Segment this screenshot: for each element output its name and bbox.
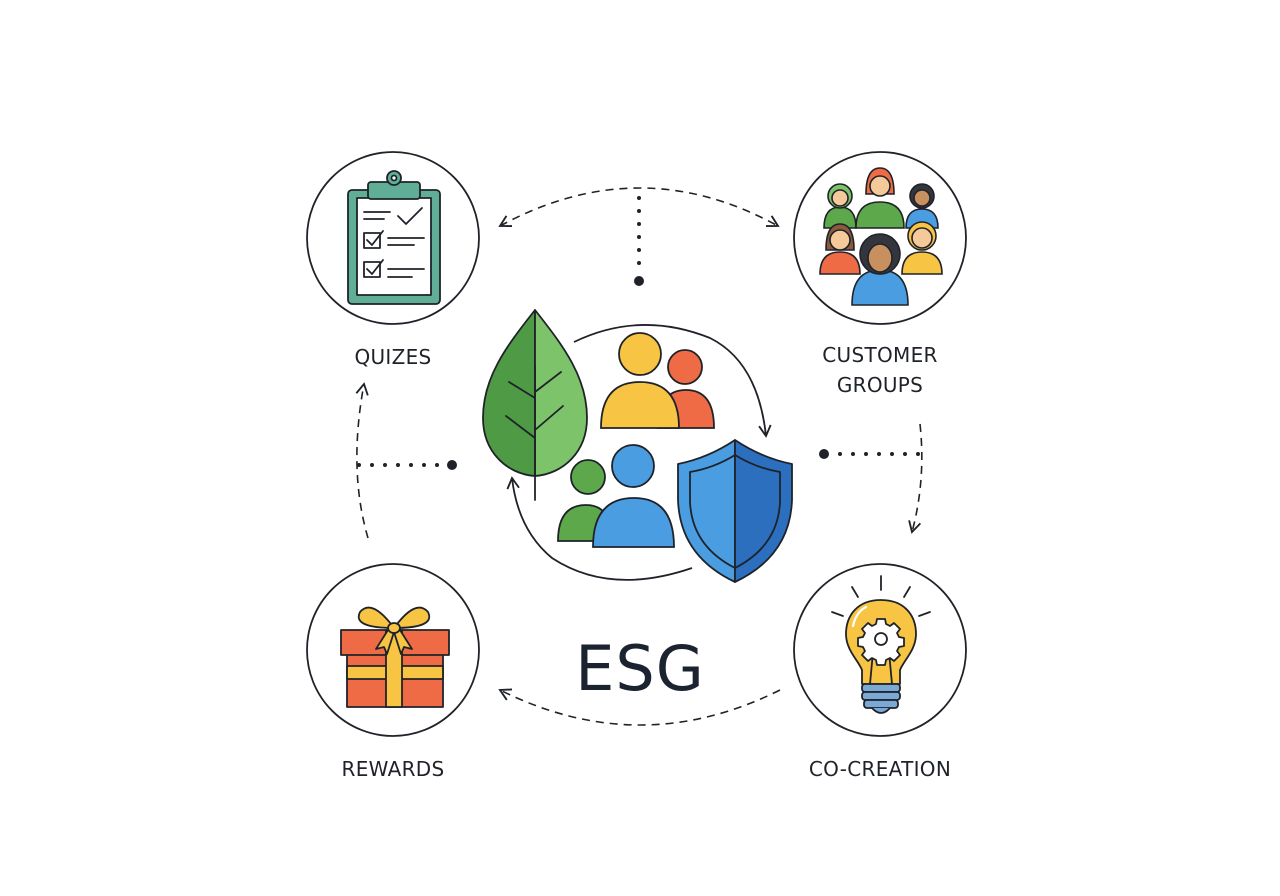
rewards-label: REWARDS (341, 757, 445, 781)
dotted-links (357, 196, 920, 470)
co-creation-label: CO-CREATION (808, 757, 952, 781)
top-dotted-link (634, 196, 644, 286)
customer-groups-label-line1: CUSTOMER (822, 343, 938, 367)
people-icon (600, 332, 715, 429)
shield-icon (677, 439, 793, 583)
esg-title: ESG (575, 632, 705, 705)
customer-groups-label-line2: GROUPS (836, 373, 924, 397)
right-arc-arrow (908, 423, 923, 534)
left-arc-arrow (355, 382, 369, 539)
customer-groups-label: CUSTOMER GROUPS (790, 340, 970, 400)
gear-icon (857, 618, 905, 666)
clipboard-checklist-icon (347, 170, 441, 305)
gift-box-icon (340, 606, 450, 708)
quizes-label: QUIZES (354, 345, 432, 369)
bottom-arc-arrow (498, 688, 781, 726)
center-cluster (482, 309, 793, 583)
cycle-arrows-icon (506, 324, 772, 581)
leaf-icon (482, 309, 588, 501)
top-arc-arrow (498, 187, 780, 228)
right-dotted-link (819, 449, 920, 459)
diverse-people-group-icon (819, 167, 943, 306)
lightbulb-gear-icon (831, 575, 931, 714)
people-icon-secondary (557, 444, 675, 548)
connectors (355, 187, 923, 726)
left-dotted-link (357, 460, 457, 470)
